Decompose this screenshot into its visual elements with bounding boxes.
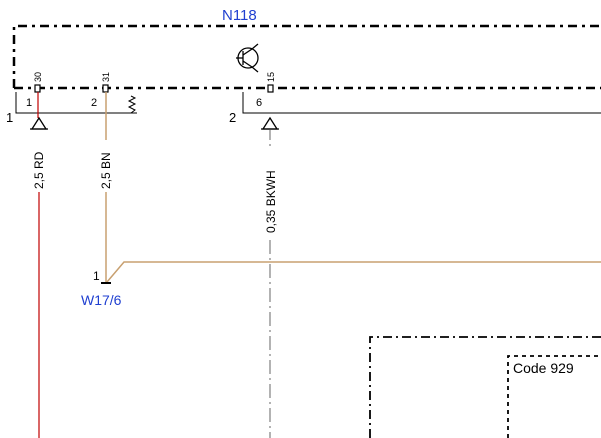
ground-point-w17-6[interactable]: 1 W17/6 [81, 269, 122, 308]
connector-1-pin: 1 [26, 97, 32, 109]
connector-1[interactable]: 1 1 2 [6, 92, 137, 125]
ground-point-pin: 1 [93, 269, 100, 283]
connector-1-number: 1 [6, 110, 13, 125]
pin-15-label: 15 [266, 72, 276, 82]
component-n118[interactable]: N118 [12, 7, 601, 90]
wire-bn-label: 2,5 BN [99, 152, 113, 189]
connector-2-number: 2 [229, 110, 236, 125]
ground-point-label: W17/6 [81, 292, 122, 308]
transistor-icon [236, 43, 259, 73]
ground-arrow-icon [30, 116, 48, 130]
ground-arrow-icon [261, 116, 279, 130]
code-box[interactable]: Code 929 [507, 355, 601, 438]
wire-rd-label: 2,5 RD [32, 151, 46, 189]
wire-bkwh-label: 0,35 BKWH [264, 170, 278, 233]
pin-15[interactable]: 15 [266, 72, 276, 93]
connector-2-pin: 6 [256, 97, 262, 109]
pin-30-label: 30 [33, 72, 43, 82]
connector-2[interactable]: 2 6 [229, 92, 601, 125]
component-label: N118 [222, 7, 257, 24]
wire-rd[interactable]: 2,5 RD [32, 92, 46, 438]
resistor-icon [127, 95, 137, 114]
connector-1b-pin: 2 [91, 97, 97, 109]
pin-31-label: 31 [101, 72, 111, 82]
code-box-label: Code 929 [513, 360, 574, 376]
wire-bkwh[interactable]: 0,35 BKWH [264, 130, 278, 438]
option-box-outer [369, 336, 601, 438]
wire-bn[interactable]: 2,5 BN [99, 92, 601, 283]
